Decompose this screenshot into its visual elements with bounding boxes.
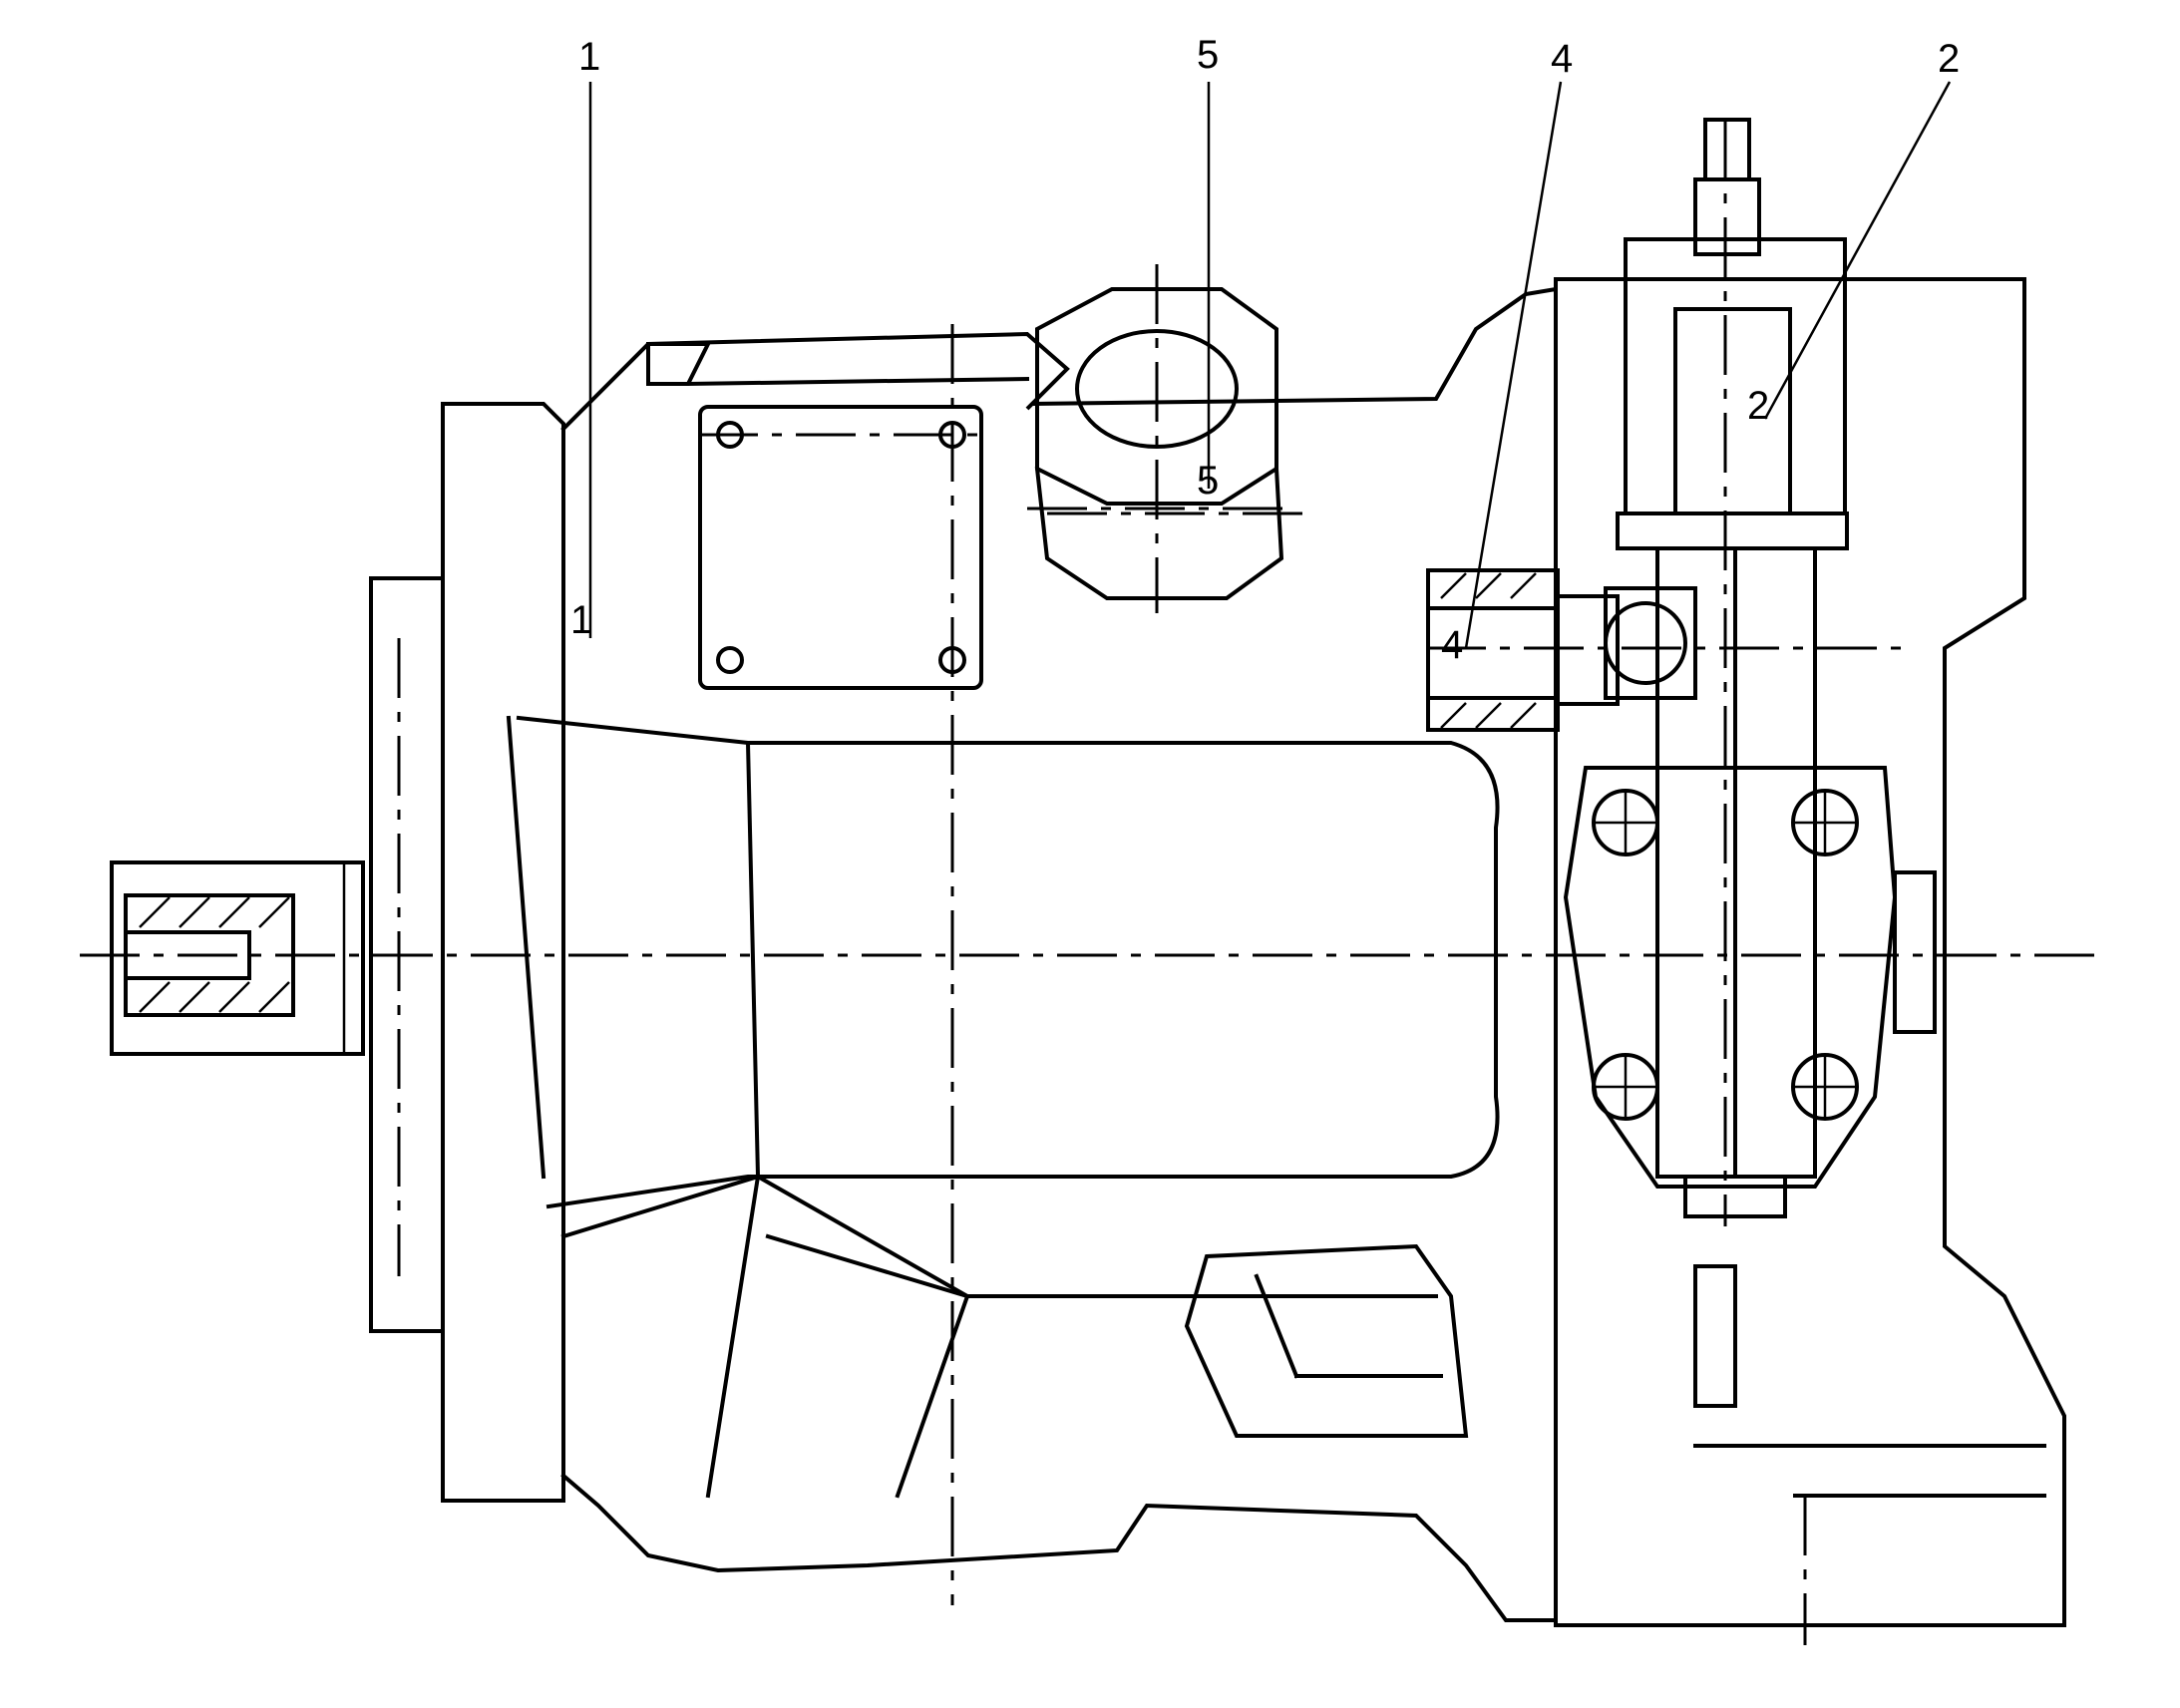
callout-4: 4 <box>1551 37 1573 81</box>
drive-shaft <box>110 860 365 1056</box>
part-label-5: 5 <box>1197 459 1219 503</box>
part-labels: 1 5 4 2 <box>570 384 1769 667</box>
callout-numbers: 1 5 4 2 <box>578 33 1960 81</box>
part-label-4: 4 <box>1441 623 1463 667</box>
part-label-2: 2 <box>1747 384 1769 428</box>
leader-4 <box>1464 81 1563 649</box>
callout-1: 1 <box>578 35 600 79</box>
shaft-hatching <box>139 896 290 1013</box>
callout-5: 5 <box>1197 33 1219 77</box>
pump-housing <box>506 286 1558 1622</box>
part-label-1: 1 <box>570 598 592 642</box>
pressure-regulator <box>1563 118 1898 1218</box>
mounting-flange <box>441 402 565 1503</box>
centerlines <box>80 120 2104 1605</box>
leader-2 <box>1763 81 1952 420</box>
callout-2: 2 <box>1938 37 1960 81</box>
end-cap <box>1554 277 2066 1645</box>
connector-fitting <box>1426 568 1620 732</box>
cover-plate <box>698 405 987 690</box>
leader-lines <box>588 81 1952 649</box>
port-fitting <box>1034 287 1306 600</box>
